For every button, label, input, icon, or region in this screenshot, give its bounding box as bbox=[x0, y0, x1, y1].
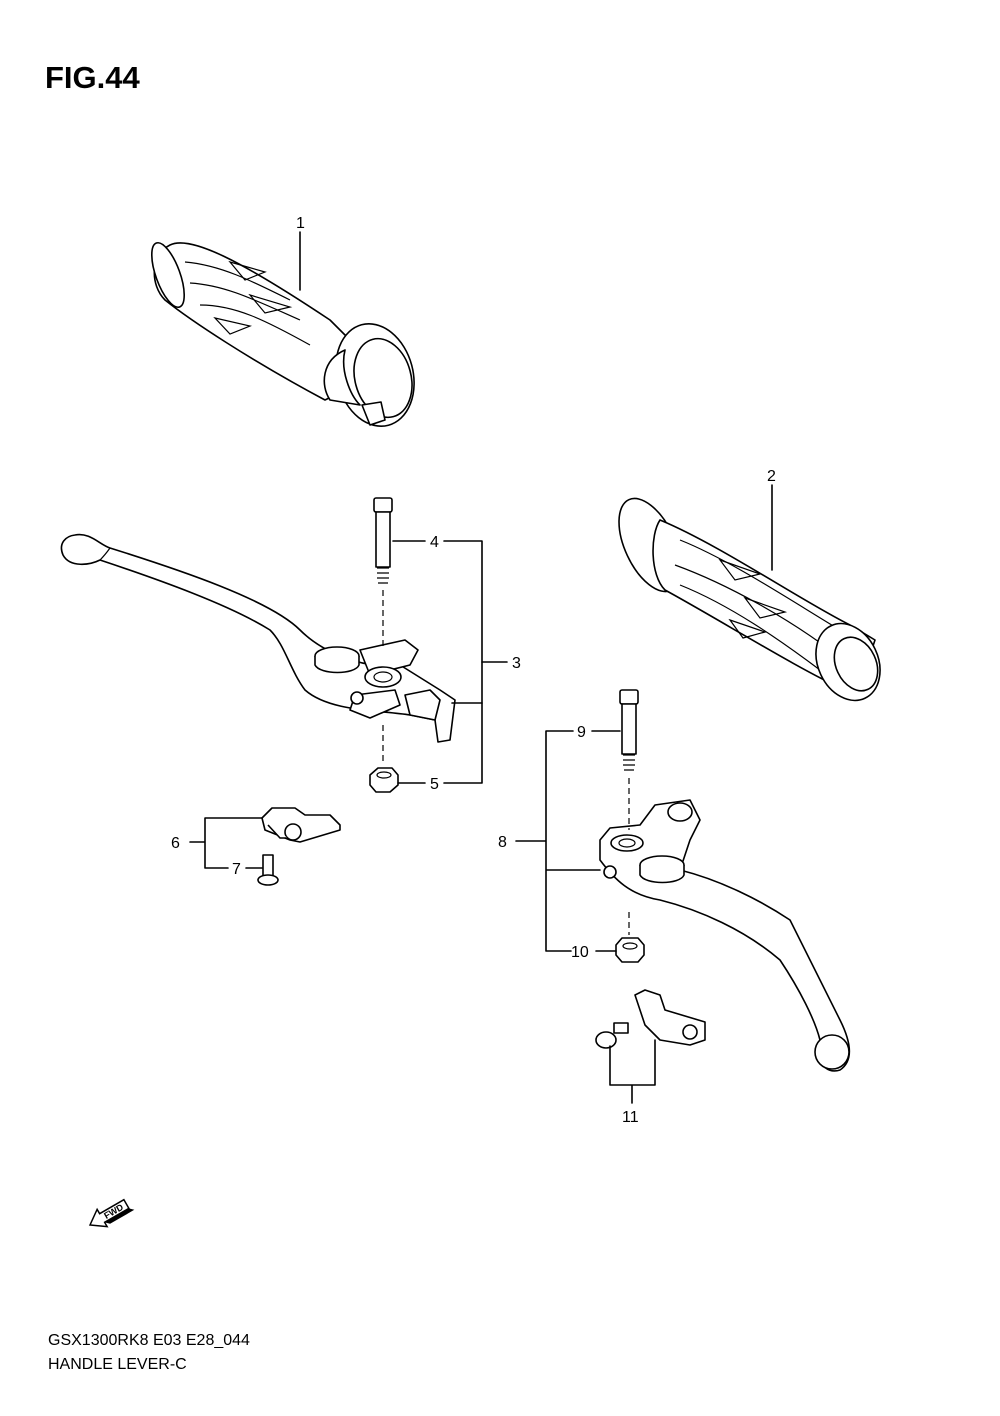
callout-1: 1 bbox=[296, 215, 305, 232]
nut-right bbox=[615, 937, 645, 963]
callout-4: 4 bbox=[430, 534, 439, 551]
callout-8: 8 bbox=[498, 834, 507, 851]
bolt-left bbox=[373, 497, 393, 765]
switch-left bbox=[261, 807, 341, 843]
callout-10: 10 bbox=[571, 944, 589, 961]
grip-right bbox=[618, 497, 881, 702]
callout-11: 11 bbox=[622, 1109, 639, 1126]
callout-2: 2 bbox=[767, 468, 776, 485]
switch-right bbox=[595, 989, 706, 1049]
figure-title: FIG.44 bbox=[45, 60, 140, 95]
fwd-arrow-icon: FWD bbox=[88, 1198, 135, 1228]
callout-6: 6 bbox=[171, 835, 180, 852]
callout-9: 9 bbox=[577, 724, 586, 741]
callout-labels: 1 2 3 4 5 6 7 8 9 10 11 bbox=[171, 215, 776, 1126]
footer-name: HANDLE LEVER-C bbox=[48, 1356, 187, 1373]
callout-7: 7 bbox=[232, 861, 241, 878]
lever-left bbox=[60, 533, 456, 743]
callout-5: 5 bbox=[430, 776, 439, 793]
grip-left bbox=[151, 241, 415, 427]
footer-model: GSX1300RK8 E03 E28_044 bbox=[48, 1332, 250, 1349]
lever-right bbox=[599, 799, 851, 1072]
bolt-right bbox=[619, 689, 639, 935]
leader-lines bbox=[189, 231, 773, 1104]
nut-left bbox=[369, 767, 399, 793]
callout-3: 3 bbox=[512, 655, 521, 672]
screw-left bbox=[257, 854, 279, 886]
